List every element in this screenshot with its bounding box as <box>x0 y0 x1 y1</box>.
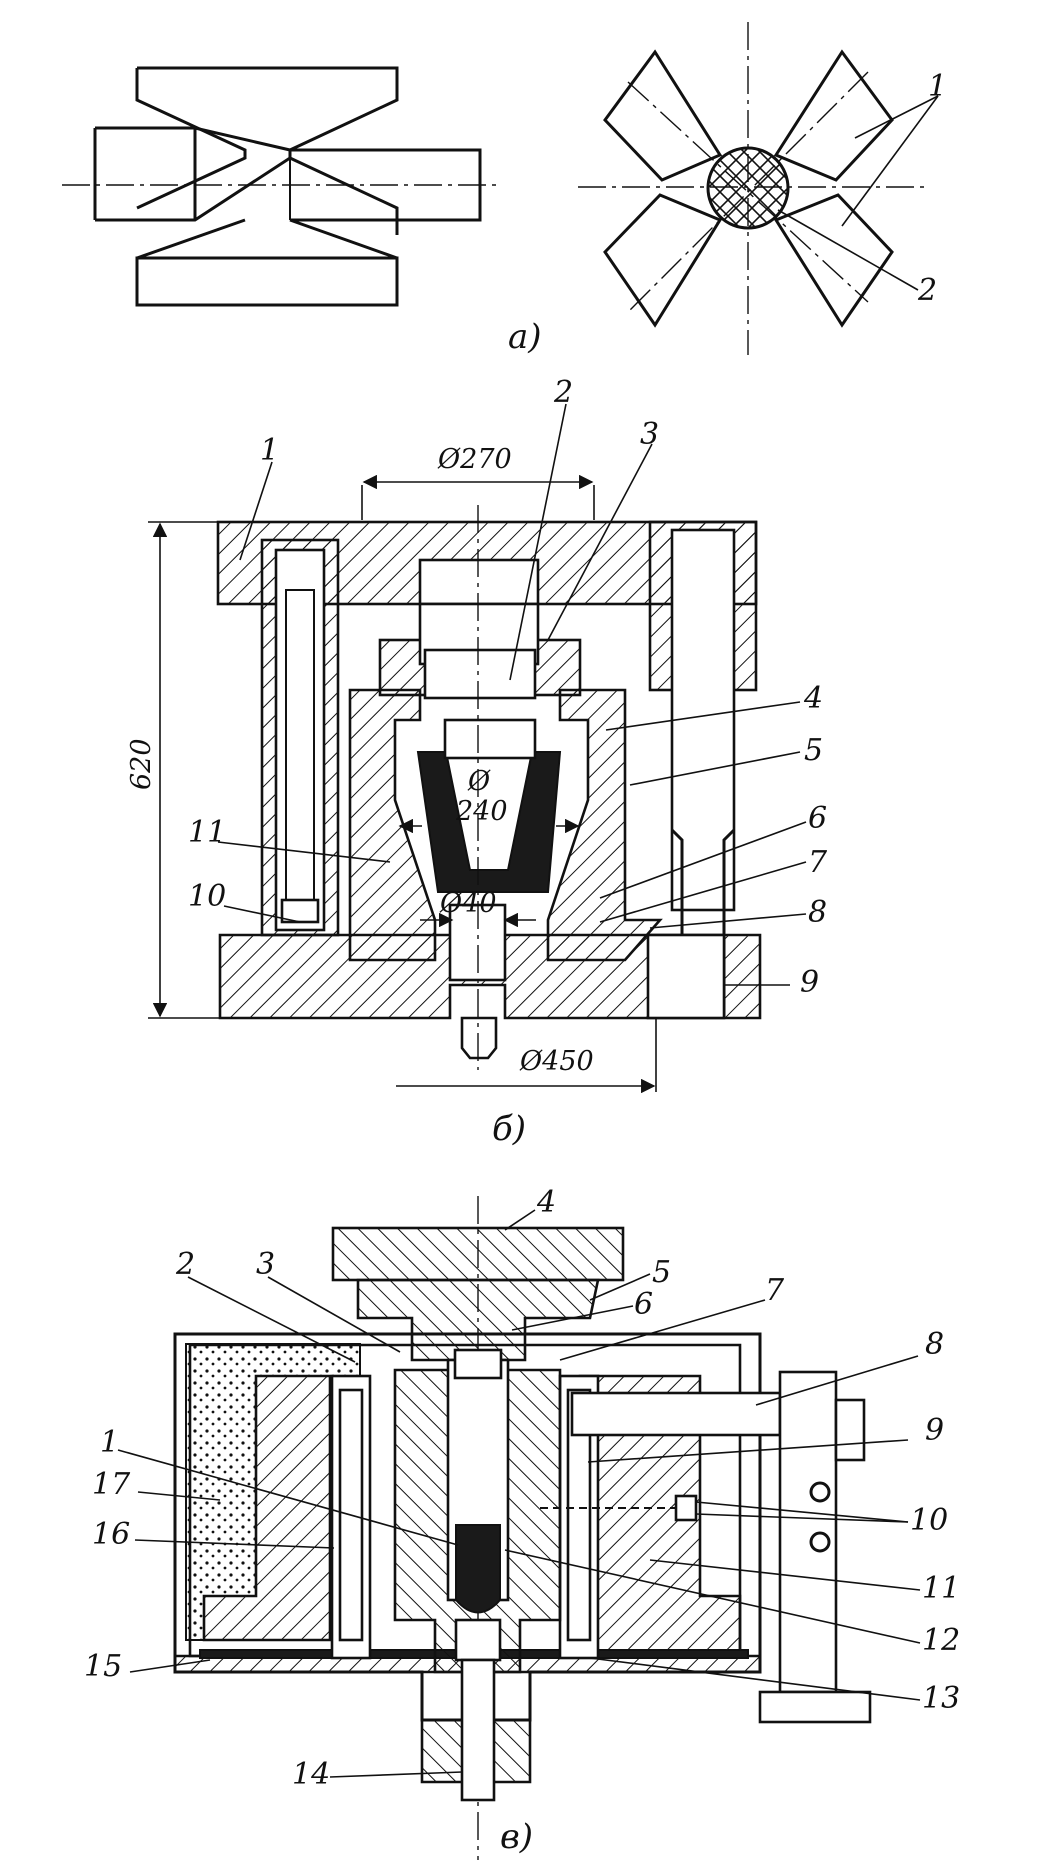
label-a-1: 1 <box>928 69 947 104</box>
label-c-1: 1 <box>100 1425 119 1460</box>
label-c-14: 14 <box>292 1757 330 1792</box>
label-c-10: 10 <box>910 1503 948 1538</box>
label-b-11: 11 <box>188 815 226 850</box>
figure-c: 1 2 3 4 5 6 7 8 9 10 11 12 13 14 15 16 1… <box>84 1185 960 1860</box>
figure-a-side-view <box>62 66 500 307</box>
label-b-3: 3 <box>640 417 659 452</box>
label-b-4: 4 <box>803 681 823 716</box>
dim-cavity-symbol: Ø <box>467 766 491 797</box>
label-c-13: 13 <box>922 1681 960 1716</box>
label-c-9: 9 <box>925 1413 944 1448</box>
label-c-2: 2 <box>175 1247 195 1282</box>
label-a-2: 2 <box>917 273 937 308</box>
label-c-8: 8 <box>925 1327 944 1362</box>
figure-a: 1 2 а) <box>62 22 947 357</box>
caption-a: а) <box>508 317 542 357</box>
caption-c: в) <box>500 1817 533 1857</box>
caption-b: б) <box>492 1109 526 1149</box>
label-c-6: 6 <box>634 1287 653 1322</box>
dim-top-diameter: Ø270 <box>437 444 512 475</box>
workpiece-circle <box>706 146 790 230</box>
dim-cavity-diameter: 240 <box>455 796 508 827</box>
dim-bottom-diameter: Ø40 <box>439 888 497 919</box>
label-c-11: 11 <box>922 1571 960 1606</box>
label-b-9: 9 <box>800 965 819 1000</box>
label-b-10: 10 <box>188 879 226 914</box>
label-b-6: 6 <box>808 801 827 836</box>
label-c-12: 12 <box>922 1623 960 1658</box>
label-b-5: 5 <box>804 733 823 768</box>
dim-height: 620 <box>126 738 157 790</box>
label-c-4: 4 <box>536 1185 556 1220</box>
c-billet <box>455 1524 501 1614</box>
label-c-17: 17 <box>92 1467 131 1502</box>
label-c-7: 7 <box>765 1273 785 1308</box>
label-b-2: 2 <box>553 375 573 410</box>
label-b-7: 7 <box>808 845 828 880</box>
label-b-1: 1 <box>260 433 279 468</box>
label-c-15: 15 <box>84 1649 122 1684</box>
dim-base-diameter: Ø450 <box>519 1046 594 1077</box>
label-c-5: 5 <box>652 1255 671 1290</box>
label-c-3: 3 <box>256 1247 275 1282</box>
figure-a-front-view: 1 2 <box>578 22 947 355</box>
label-b-8: 8 <box>808 895 827 930</box>
figure-b: Ø270 620 Ø 240 Ø40 Ø450 1 2 3 4 5 6 <box>126 375 828 1149</box>
label-c-16: 16 <box>92 1517 130 1552</box>
